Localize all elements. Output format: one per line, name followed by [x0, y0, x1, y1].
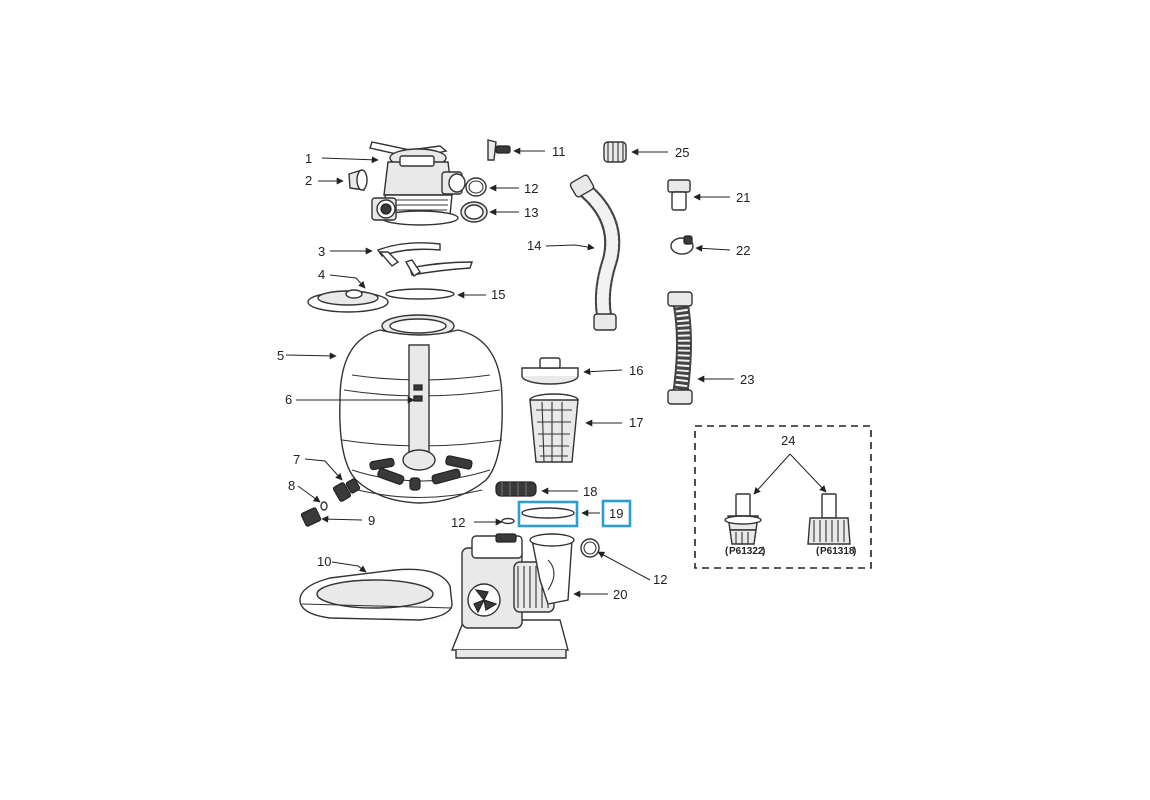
label-4: 4	[318, 267, 325, 282]
sand-filter-tank	[339, 314, 503, 504]
label-9: 9	[368, 513, 375, 528]
label-22: 22	[736, 243, 750, 258]
label-14: 14	[527, 238, 541, 253]
option-codes: ( P61322 ) ( P61318 )	[725, 546, 856, 557]
label-6: 6	[285, 392, 292, 407]
label-12-valve: 12	[524, 181, 538, 196]
label-15: 15	[491, 287, 505, 302]
o-ring-small	[501, 517, 515, 525]
tank-o-ring	[385, 288, 455, 300]
label-23: 23	[740, 372, 754, 387]
label-25: 25	[675, 145, 689, 160]
plug-cap	[348, 169, 368, 191]
filter-pump	[450, 533, 575, 659]
tank-clamp	[376, 242, 473, 277]
multiport-valve	[369, 141, 466, 226]
label-18: 18	[583, 484, 597, 499]
strainer-lid	[521, 357, 579, 385]
leader-lines	[285, 147, 827, 598]
label-17: 17	[629, 415, 643, 430]
label-20: 20	[613, 587, 627, 602]
option-code-right: P61318	[820, 546, 855, 557]
highlight-label-box	[601, 499, 632, 528]
label-8: 8	[288, 478, 295, 493]
label-2: 2	[305, 173, 312, 188]
adapter-option-left	[724, 493, 762, 545]
filter-base	[299, 568, 453, 621]
drain-assembly	[332, 478, 361, 502]
hose-clamp	[670, 235, 694, 255]
option-code-left: P61322	[729, 546, 764, 557]
gasket	[460, 201, 488, 223]
label-1: 1	[305, 151, 312, 166]
label-12-pump: 12	[653, 572, 667, 587]
short-hose	[667, 291, 693, 405]
label-19: 19	[609, 506, 623, 521]
svg-text:): )	[853, 546, 856, 557]
o-ring-pump	[580, 538, 600, 558]
hose-connector	[495, 481, 537, 497]
drain-plug	[300, 507, 322, 527]
label-7: 7	[293, 452, 300, 467]
tank-diffuser	[307, 289, 389, 313]
adapter-option-right	[807, 493, 851, 545]
svg-text:): )	[762, 546, 765, 557]
label-3: 3	[318, 244, 325, 259]
connection-hose	[569, 174, 621, 331]
label-24: 24	[781, 433, 795, 448]
small-o-ring	[320, 501, 328, 511]
part-labels: 1 2 3 4 5 6 7 8 9 10 11 12 13 14 15 16 1…	[277, 144, 795, 602]
label-11: 11	[552, 144, 566, 159]
adapter-options-box	[694, 425, 872, 569]
label-12-small: 12	[451, 515, 465, 530]
label-21: 21	[736, 190, 750, 205]
label-10: 10	[317, 554, 331, 569]
label-5: 5	[277, 348, 284, 363]
large-o-ring	[521, 507, 575, 519]
label-16: 16	[629, 363, 643, 378]
air-release-valve	[487, 139, 511, 161]
strainer-basket	[529, 393, 579, 463]
svg-text:(: (	[725, 546, 729, 557]
svg-text:(: (	[816, 546, 820, 557]
highlight-part-box	[517, 500, 579, 528]
label-13: 13	[524, 205, 538, 220]
hose-adapter	[667, 179, 691, 211]
hose-nut	[603, 141, 627, 163]
o-ring-valve	[465, 177, 487, 197]
